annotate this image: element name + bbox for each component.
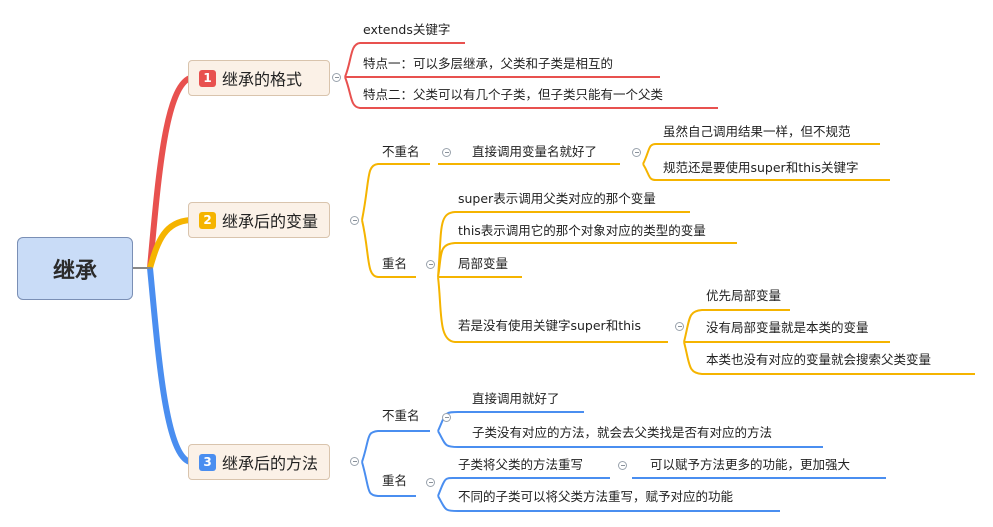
collapse-toggle-icon[interactable] <box>675 322 684 331</box>
connector-b2-rename <box>437 211 737 343</box>
b2-norename-grand-0: 虽然自己调用结果一样，但不规范 <box>663 124 851 139</box>
connector-root-branch2 <box>147 217 191 269</box>
connector-b2-split <box>361 163 430 278</box>
branch-label-variables: 继承后的变量 <box>222 212 319 231</box>
badge-3: 3 <box>199 453 216 471</box>
collapse-toggle-icon[interactable] <box>350 216 359 225</box>
b2-norename-grand-1: 规范还是要使用super和this关键字 <box>663 160 859 175</box>
collapse-toggle-icon[interactable] <box>442 148 451 157</box>
b2-norename-child: 直接调用变量名就好了 <box>472 144 598 159</box>
b2-rename-sub-2: 本类也没有对应的变量就会搜索父类变量 <box>706 352 932 367</box>
b2-rename-item-1: this表示调用它的那个对象对应的类型的变量 <box>458 223 706 238</box>
collapse-toggle-icon[interactable] <box>426 478 435 487</box>
root-label: 继承 <box>52 258 97 284</box>
collapse-toggle-icon[interactable] <box>632 148 641 157</box>
connector-b1-items <box>344 42 718 109</box>
connector-b3-split <box>361 430 430 497</box>
b3-norename-item-1: 子类没有对应的方法，就会去父类找是否有对应的方法 <box>472 425 773 440</box>
connector-b2-norename <box>438 143 890 181</box>
collapse-toggle-icon[interactable] <box>332 73 341 82</box>
branch-node-variables[interactable]: 2 继承后的变量 <box>188 202 330 238</box>
b1-item-extends: extends关键字 <box>363 22 451 37</box>
b3-rename-item-1: 不同的子类可以将父类方法重写，赋予对应的功能 <box>458 489 734 504</box>
badge-2: 2 <box>199 211 216 229</box>
b3-norename-label: 不重名 <box>382 408 420 423</box>
b3-rename-item-0: 子类将父类的方法重写 <box>458 457 584 472</box>
b2-rename-item-3: 若是没有使用关键字super和this <box>458 318 642 333</box>
b3-norename-item-0: 直接调用就好了 <box>472 391 560 406</box>
connector-root-branch3 <box>147 267 192 465</box>
b1-item-feature1: 特点一：可以多层继承，父类和子类是相互的 <box>363 56 614 71</box>
b2-rename-sub-1: 没有局部变量就是本类的变量 <box>706 320 869 335</box>
b2-rename-item-0: super表示调用父类对应的那个变量 <box>458 191 656 206</box>
branch-node-methods[interactable]: 3 继承后的方法 <box>188 444 330 480</box>
connector-b3-rename <box>437 476 780 512</box>
collapse-toggle-icon[interactable] <box>426 260 435 269</box>
b3-rename-label: 重名 <box>382 473 408 488</box>
collapse-toggle-icon[interactable] <box>618 461 627 470</box>
collapse-toggle-icon[interactable] <box>350 457 359 466</box>
b3-rename-sub-0: 可以赋予方法更多的功能，更加强大 <box>650 457 851 472</box>
branch-label-methods: 继承后的方法 <box>222 454 319 473</box>
root-node[interactable]: 继承 <box>17 237 133 300</box>
branch-node-format[interactable]: 1 继承的格式 <box>188 60 330 96</box>
b2-norename-label: 不重名 <box>382 144 420 159</box>
collapse-toggle-icon[interactable] <box>442 413 451 422</box>
b2-rename-sub-0: 优先局部变量 <box>706 288 782 303</box>
branch-label-format: 继承的格式 <box>222 70 303 89</box>
connector-b2-rename-sub <box>683 309 975 375</box>
b2-rename-label: 重名 <box>382 256 408 271</box>
b2-rename-item-2: 局部变量 <box>458 256 509 271</box>
b1-item-feature2: 特点二：父类可以有几个子类，但子类只能有一个父类 <box>363 87 664 102</box>
badge-1: 1 <box>199 69 216 87</box>
connector-root-branch1 <box>147 75 192 269</box>
